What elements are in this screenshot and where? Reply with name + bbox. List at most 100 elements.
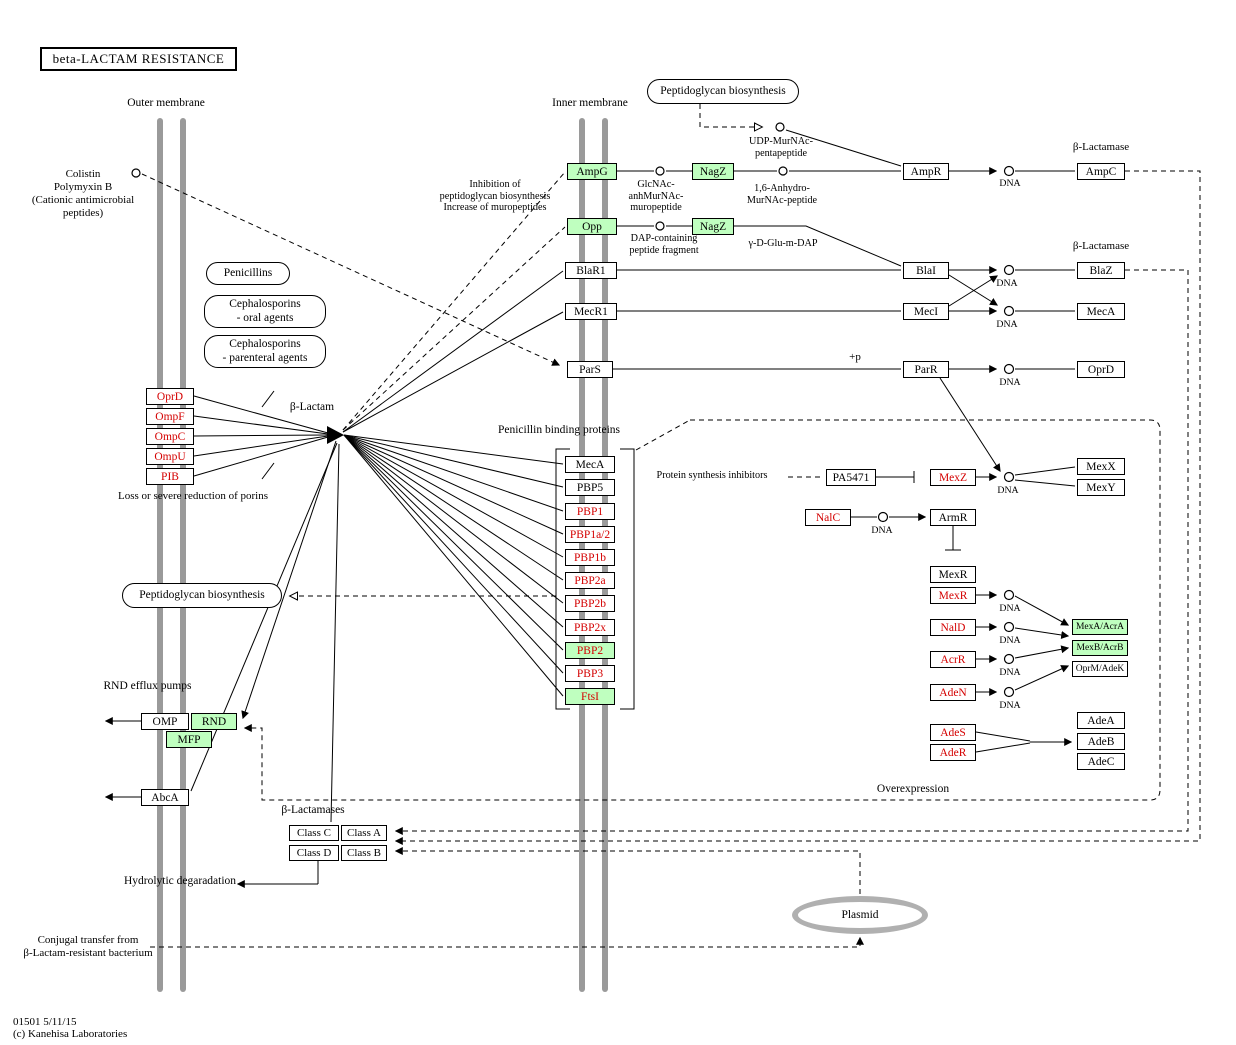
porin-loss-label: Loss or severe reduction of porins xyxy=(118,490,268,502)
node-nalc[interactable]: NalC xyxy=(805,509,851,526)
node-ader[interactable]: AdeR xyxy=(930,744,976,761)
dna-label: DNA xyxy=(999,635,1021,646)
node-rnd[interactable]: RND xyxy=(191,713,237,730)
rnd-efflux-label: RND efflux pumps xyxy=(103,680,192,692)
node-adec[interactable]: AdeC xyxy=(1077,753,1125,770)
gdglu-label: γ-D-Glu-m-DAP xyxy=(748,238,818,249)
dna-label: DNA xyxy=(996,319,1018,330)
protein-synthesis-inhibitors-label: Protein synthesis inhibitors xyxy=(656,470,768,481)
node-nagz-2[interactable]: NagZ xyxy=(692,218,734,235)
beta-lactam-label: β-Lactam xyxy=(289,401,335,413)
inhibition-label: Inhibition of peptidoglycan biosynthesis… xyxy=(439,179,551,213)
node-pa5471[interactable]: PA5471 xyxy=(826,469,876,486)
node-oprm-adek[interactable]: OprM/AdeK xyxy=(1072,661,1128,677)
node-aden[interactable]: AdeN xyxy=(930,684,976,701)
node-pbp1b[interactable]: PBP1b xyxy=(565,549,615,566)
hydrolytic-degradation-label: Hydrolytic degaradation xyxy=(123,875,237,887)
solid-connectors xyxy=(104,129,1076,888)
node-pbp2[interactable]: PBP2 xyxy=(565,642,615,659)
node-mecr1[interactable]: MecR1 xyxy=(565,303,617,320)
node-ompu[interactable]: OmpU xyxy=(146,448,194,465)
node-adea[interactable]: AdeA xyxy=(1077,712,1125,729)
node-pbp5[interactable]: PBP5 xyxy=(565,479,615,496)
dap-label: DAP-containing peptide fragment xyxy=(629,233,699,256)
copyright: (c) Kanehisa Laboratories xyxy=(13,1028,128,1040)
node-nagz-1[interactable]: NagZ xyxy=(692,163,734,180)
node-pbp3[interactable]: PBP3 xyxy=(565,665,615,682)
node-omp[interactable]: OMP xyxy=(141,713,189,730)
dna-label: DNA xyxy=(996,278,1018,289)
node-mexx[interactable]: MexX xyxy=(1077,458,1125,475)
node-nald[interactable]: NalD xyxy=(930,619,976,636)
node-ampc[interactable]: AmpC xyxy=(1077,163,1125,180)
map-id: 01501 5/11/15 xyxy=(13,1016,77,1028)
outer-membrane-label: Outer membrane xyxy=(127,97,205,109)
node-ampr[interactable]: AmpR xyxy=(903,163,949,180)
dna-label: DNA xyxy=(999,700,1021,711)
inner-membrane-label: Inner membrane xyxy=(552,97,628,109)
node-class-b[interactable]: Class B xyxy=(341,845,387,861)
node-adeb[interactable]: AdeB xyxy=(1077,733,1125,750)
node-mexr-2[interactable]: MexR xyxy=(930,587,976,604)
node-mfp[interactable]: MFP xyxy=(166,731,212,748)
node-pbp2b[interactable]: PBP2b xyxy=(565,595,615,612)
outer-membrane-bar-left xyxy=(157,118,163,992)
beta-lactamase-label-2: β-Lactamase xyxy=(1072,240,1130,252)
pill-cephalosporins-parenteral[interactable]: Cephalosporins - parenteral agents xyxy=(204,335,326,368)
beta-lactamase-label-1: β-Lactamase xyxy=(1072,141,1130,153)
node-meca-gene[interactable]: MecA xyxy=(1077,303,1125,320)
plasmid-ellipse: Plasmid xyxy=(792,896,928,934)
node-mexb-acrb[interactable]: MexB/AcrB xyxy=(1072,640,1128,656)
beta-lactam-arrow xyxy=(327,426,344,444)
node-ftsi[interactable]: FtsI xyxy=(565,688,615,705)
node-circles xyxy=(131,122,1015,698)
pill-penicillins[interactable]: Penicillins xyxy=(206,262,290,285)
node-pbp2x[interactable]: PBP2x xyxy=(565,619,615,636)
node-blar1[interactable]: BlaR1 xyxy=(565,262,617,279)
node-oprd-gene[interactable]: OprD xyxy=(1077,361,1125,378)
node-class-c[interactable]: Class C xyxy=(289,825,339,841)
node-parr[interactable]: ParR xyxy=(903,361,949,378)
node-armr[interactable]: ArmR xyxy=(930,509,976,526)
node-oprd-porin[interactable]: OprD xyxy=(146,388,194,405)
node-ades[interactable]: AdeS xyxy=(930,724,976,741)
node-pbp1[interactable]: PBP1 xyxy=(565,503,615,520)
node-ompc[interactable]: OmpC xyxy=(146,428,194,445)
node-opp[interactable]: Opp xyxy=(567,218,617,235)
node-meci[interactable]: MecI xyxy=(903,303,949,320)
node-mexy[interactable]: MexY xyxy=(1077,479,1125,496)
pill-peptidoglycan-biosynthesis-top[interactable]: Peptidoglycan biosynthesis xyxy=(647,79,799,104)
node-mexr-1[interactable]: MexR xyxy=(930,566,976,583)
dna-label: DNA xyxy=(999,377,1021,388)
udp-murnac-label: UDP-MurNAc- pentapeptide xyxy=(749,136,813,159)
plus-p-label: +p xyxy=(849,351,861,363)
node-class-a[interactable]: Class A xyxy=(341,825,387,841)
pill-peptidoglycan-biosynthesis-left[interactable]: Peptidoglycan biosynthesis xyxy=(122,583,282,608)
glcnac-label: GlcNAc- anhMurNAc- muropeptide xyxy=(628,179,684,213)
conjugal-transfer-label: Conjugal transfer from β-Lactam-resistan… xyxy=(23,934,153,959)
node-acrr[interactable]: AcrR xyxy=(930,651,976,668)
node-class-d[interactable]: Class D xyxy=(289,845,339,861)
colistin-label: Colistin Polymyxin B (Cationic antimicro… xyxy=(31,168,135,219)
node-abca[interactable]: AbcA xyxy=(141,789,189,806)
pill-cephalosporins-oral[interactable]: Cephalosporins - oral agents xyxy=(204,295,326,328)
node-pbp2a[interactable]: PBP2a xyxy=(565,572,615,589)
node-mexz[interactable]: MexZ xyxy=(930,469,976,486)
outer-membrane-bar-right xyxy=(180,118,186,992)
beta-lactamases-label: β-Lactamases xyxy=(281,804,345,816)
pbp-section-label: Penicillin binding proteins xyxy=(497,424,621,436)
node-meca-pbp[interactable]: MecA xyxy=(565,456,615,473)
node-pars[interactable]: ParS xyxy=(567,361,613,378)
dashed-connectors xyxy=(141,104,1201,948)
dna-label: DNA xyxy=(997,485,1019,496)
node-mexa-acra[interactable]: MexA/AcrA xyxy=(1072,619,1128,635)
node-ompf[interactable]: OmpF xyxy=(146,408,194,425)
dna-label: DNA xyxy=(999,178,1021,189)
node-blai[interactable]: BlaI xyxy=(903,262,949,279)
node-pbp1a2[interactable]: PBP1a/2 xyxy=(565,526,615,543)
dna-label: DNA xyxy=(999,667,1021,678)
node-pib[interactable]: PIB xyxy=(146,468,194,485)
node-ampg[interactable]: AmpG xyxy=(567,163,617,180)
node-blaz[interactable]: BlaZ xyxy=(1077,262,1125,279)
plasmid-label: Plasmid xyxy=(841,909,879,921)
